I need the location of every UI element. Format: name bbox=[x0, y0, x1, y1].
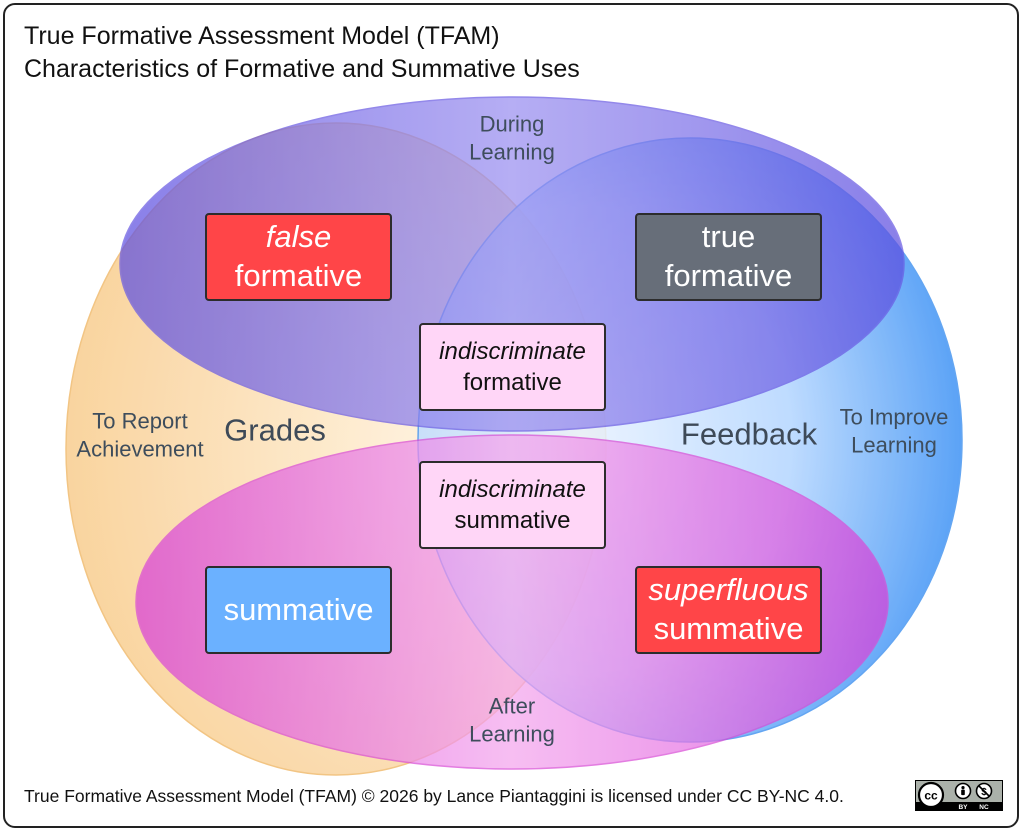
during-learning-ellipse bbox=[119, 96, 905, 432]
svg-text:NC: NC bbox=[979, 804, 989, 810]
true-formative-box: true formative bbox=[635, 213, 822, 301]
cc-by-nc-badge[interactable]: cc $ BY NC bbox=[915, 780, 1003, 811]
indiscriminate-formative-box: indiscriminate formative bbox=[419, 323, 606, 411]
title-line-2: Characteristics of Formative and Summati… bbox=[24, 55, 580, 83]
indiscriminate-summative-box: indiscriminate summative bbox=[419, 461, 606, 549]
license-footer: True Formative Assessment Model (TFAM) ©… bbox=[24, 786, 844, 806]
feedback-label: Feedback bbox=[680, 416, 818, 452]
svg-text:$: $ bbox=[981, 787, 987, 798]
after-learning-ellipse bbox=[135, 434, 889, 770]
svg-text:cc: cc bbox=[924, 789, 938, 803]
to-improve-learning-label: To Improve Learning bbox=[839, 404, 949, 458]
after-learning-label: After Learning bbox=[469, 693, 555, 747]
cc-badge-graphic: cc $ BY NC bbox=[916, 781, 1002, 811]
cc-icon bbox=[917, 781, 945, 809]
svg-text:BY: BY bbox=[958, 804, 968, 810]
during-learning-label: During Learning bbox=[469, 111, 555, 165]
to-report-achievement-label: To Report Achievement bbox=[76, 408, 204, 462]
false-formative-box: false formative bbox=[205, 213, 392, 301]
summative-box: summative bbox=[205, 566, 392, 654]
title-line-1: True Formative Assessment Model (TFAM) bbox=[24, 22, 500, 50]
grades-label: Grades bbox=[224, 412, 326, 448]
superfluous-summative-box: superfluous summative bbox=[635, 566, 822, 654]
